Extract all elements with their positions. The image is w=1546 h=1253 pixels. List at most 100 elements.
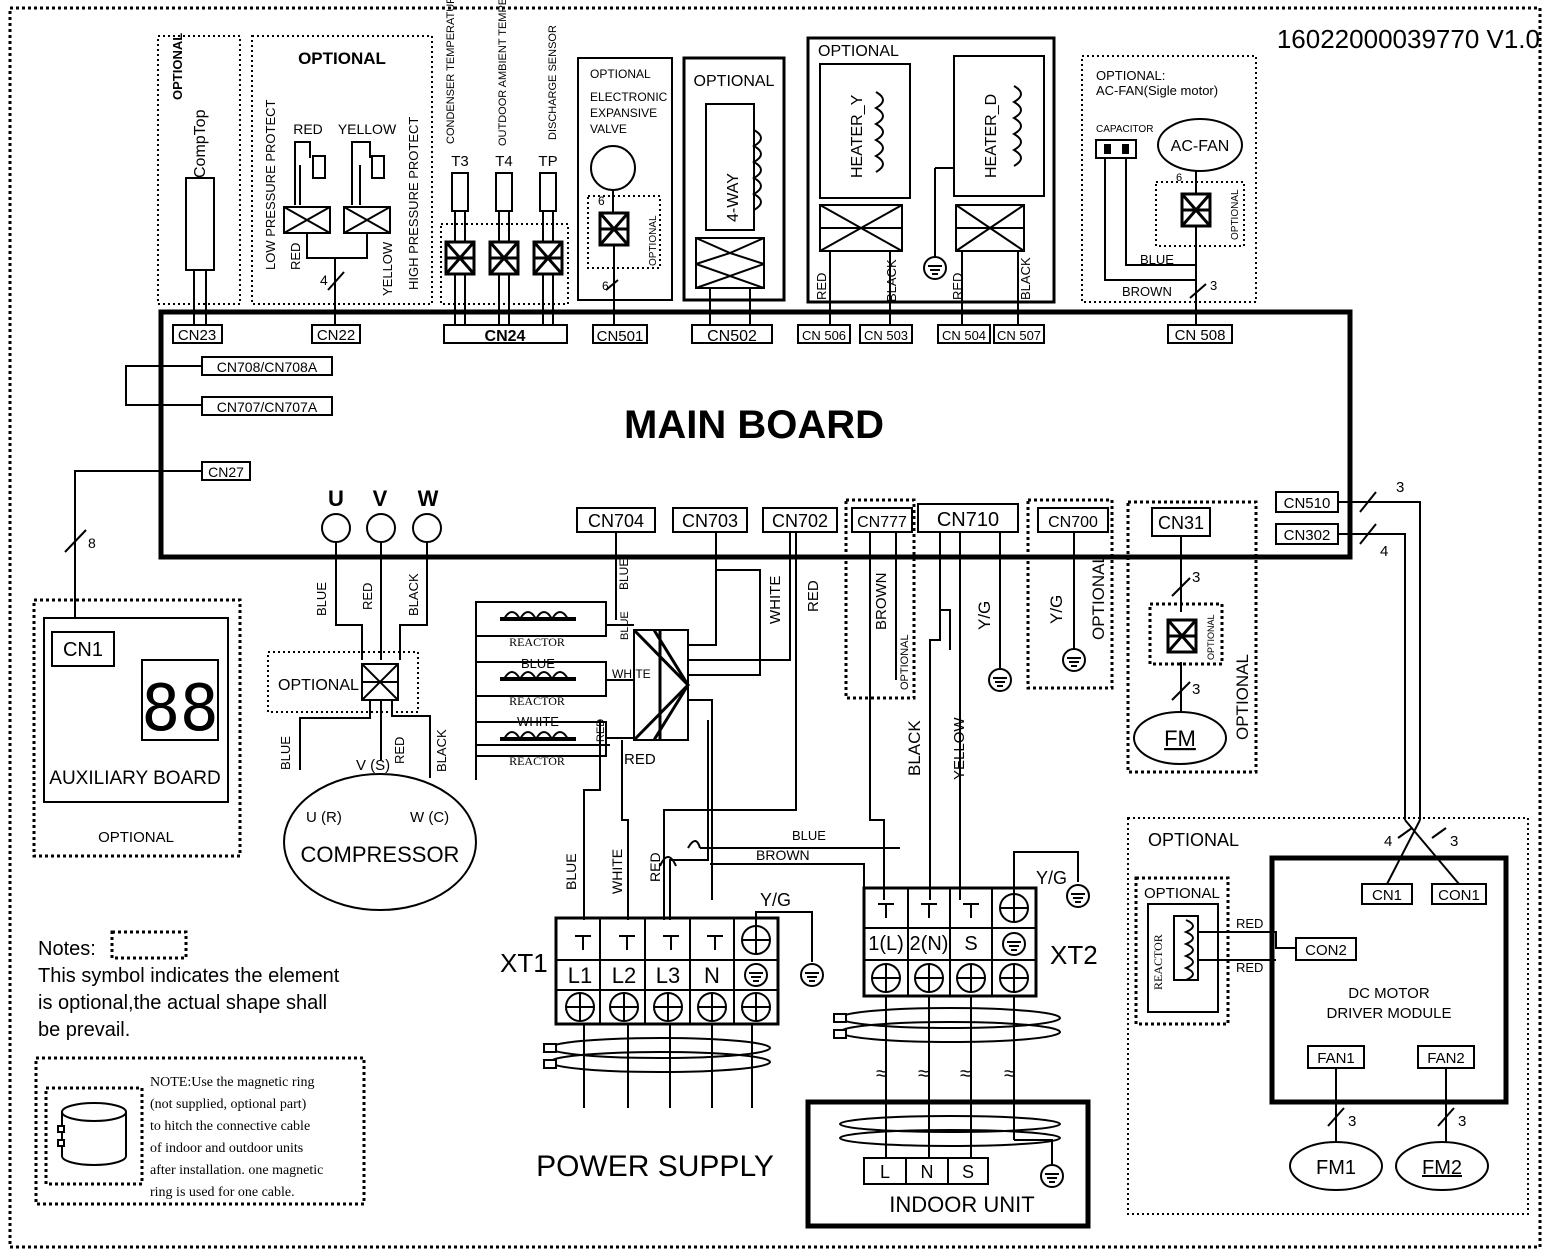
con2-connector bbox=[1295, 937, 1357, 961]
cn702-connector bbox=[762, 507, 838, 533]
power-supply-label: POWER SUPPLY bbox=[536, 1150, 774, 1183]
comp-black-top: BLACK bbox=[406, 573, 421, 616]
cn710-label: CN710 bbox=[937, 509, 999, 531]
cn702-label: CN702 bbox=[772, 511, 828, 531]
magnetic-ring-icon bbox=[57, 1102, 127, 1166]
dc-title-2: DRIVER MODULE bbox=[1326, 1005, 1451, 1022]
heater-y bbox=[819, 63, 911, 199]
xt1-l3: L3 bbox=[656, 963, 680, 988]
fm2-label: FM2 bbox=[1422, 1157, 1462, 1179]
red-label: RED bbox=[293, 121, 323, 137]
dc-reactor-optional-box bbox=[1134, 876, 1230, 1026]
reactor-white-wire: WHITE bbox=[612, 667, 651, 681]
cn31-optional-box bbox=[1126, 500, 1258, 774]
eev-six-top: 6 bbox=[598, 194, 605, 208]
xt2-brown: BROWN bbox=[756, 847, 810, 863]
heater-d-black: BLACK bbox=[1018, 257, 1033, 300]
sensors-box bbox=[440, 223, 569, 305]
cn702-red: RED bbox=[805, 580, 822, 612]
xt1-label: XT1 bbox=[500, 948, 548, 978]
aux-board-label: AUXILIARY BOARD bbox=[49, 768, 220, 789]
cn507-label: CN 507 bbox=[997, 328, 1041, 343]
cn501-connector bbox=[592, 324, 648, 344]
xt1-blue: BLUE bbox=[563, 853, 579, 890]
cn302-label: CN302 bbox=[1284, 527, 1331, 544]
indoor-l: L bbox=[880, 1162, 890, 1182]
xt1-terminal-block bbox=[554, 916, 780, 1026]
cn704-blue: BLUE bbox=[617, 559, 631, 590]
capacitor-label: CAPACITOR bbox=[1096, 124, 1153, 135]
ur-label: U (R) bbox=[306, 809, 342, 826]
xt2-s: S bbox=[964, 933, 977, 955]
wc-label: W (C) bbox=[410, 809, 449, 826]
heater-y-label: HEATER_Y bbox=[849, 94, 866, 178]
cn27-label: CN27 bbox=[208, 464, 244, 480]
reactor-white: WHITE bbox=[517, 714, 559, 729]
dc-reactor-label: REACTOR bbox=[1151, 934, 1165, 990]
acfan-brown: BROWN bbox=[1122, 284, 1172, 299]
fan2-label: FAN2 bbox=[1427, 1050, 1465, 1067]
cn504-label: CN 504 bbox=[942, 328, 986, 343]
ring-note-5: after installation. one magnetic bbox=[150, 1163, 323, 1178]
fourway-label: 4-WAY bbox=[725, 173, 742, 222]
comp-red-top: RED bbox=[360, 583, 375, 610]
indoor-n: N bbox=[921, 1162, 934, 1182]
acfan-note-2: AC-FAN(Sigle motor) bbox=[1096, 83, 1218, 98]
red-wire-label: RED bbox=[288, 243, 303, 270]
compressor-label: COMPRESSOR bbox=[301, 842, 460, 867]
reactor-blue-wire: BLUE bbox=[619, 611, 631, 640]
cn510-label: CN510 bbox=[1284, 495, 1331, 512]
magnetic-ring-icon-box bbox=[44, 1086, 144, 1186]
acfan-blue: BLUE bbox=[1140, 252, 1174, 267]
ring-note-1: NOTE:Use the magnetic ring bbox=[150, 1075, 314, 1090]
ring-note-box bbox=[34, 1056, 366, 1206]
eev-six-bottom: 6 bbox=[602, 279, 609, 293]
svg-text:≈: ≈ bbox=[876, 1063, 887, 1085]
ac-fan-label: AC-FAN bbox=[1171, 138, 1230, 155]
fm2 bbox=[1395, 1141, 1489, 1191]
cn777-brown: BROWN bbox=[873, 573, 890, 631]
cn700-optional: OPTIONAL bbox=[1089, 554, 1108, 640]
cn703-connector bbox=[672, 507, 748, 533]
cn710-yg: Y/G bbox=[975, 601, 994, 630]
cn23-connector bbox=[172, 324, 223, 344]
capacitor bbox=[1095, 139, 1137, 159]
cn502-label: CN502 bbox=[707, 328, 757, 345]
heater-y-black: BLACK bbox=[884, 259, 899, 302]
dc-four: 4 bbox=[1384, 833, 1392, 850]
cn700-label: CN700 bbox=[1048, 514, 1098, 531]
xt1-l2: L2 bbox=[612, 963, 636, 988]
heater-d bbox=[953, 55, 1045, 197]
t4-label: T4 bbox=[495, 153, 513, 170]
cn31-inner-optional: OPTIONAL bbox=[1206, 614, 1216, 660]
display-digits: 88 bbox=[141, 672, 218, 746]
xt1-n: N bbox=[704, 963, 720, 988]
fm1-label: FM1 bbox=[1316, 1157, 1356, 1179]
xt1-yg: Y/G bbox=[760, 890, 791, 910]
seven-seg-display bbox=[141, 659, 219, 741]
cn703-white: WHITE bbox=[767, 576, 784, 624]
fm-label: FM bbox=[1164, 726, 1196, 751]
comptop-label: CompTop bbox=[192, 109, 209, 178]
eev-line-1: ELECTRONIC bbox=[590, 90, 668, 104]
comp-black-bottom: BLACK bbox=[434, 729, 449, 772]
aux-cn1-label: CN1 bbox=[63, 639, 103, 661]
comp-red-bottom: RED bbox=[392, 737, 407, 764]
cn703-label: CN703 bbox=[682, 511, 738, 531]
cn777-optional-box bbox=[844, 498, 916, 700]
heater-d-label: HEATER_D bbox=[983, 94, 1000, 178]
yellow-wire-main-label: YELLOW bbox=[951, 717, 968, 780]
svg-text:≈: ≈ bbox=[1004, 1063, 1015, 1085]
cn777-label: CN777 bbox=[857, 514, 907, 531]
cn31-optional: OPTIONAL bbox=[1233, 654, 1252, 740]
ac-fan bbox=[1157, 118, 1243, 172]
xt1-l1: L1 bbox=[568, 963, 592, 988]
eev-line-2: EXPANSIVE bbox=[590, 106, 657, 120]
cn503-connector bbox=[859, 324, 913, 344]
cn704-label: CN704 bbox=[588, 511, 644, 531]
acfan-three: 3 bbox=[1210, 278, 1217, 293]
comptop-optional-box bbox=[157, 35, 241, 305]
eev-coil bbox=[590, 145, 636, 191]
page-border bbox=[8, 6, 1542, 1249]
pressure-optional-box bbox=[251, 35, 433, 305]
